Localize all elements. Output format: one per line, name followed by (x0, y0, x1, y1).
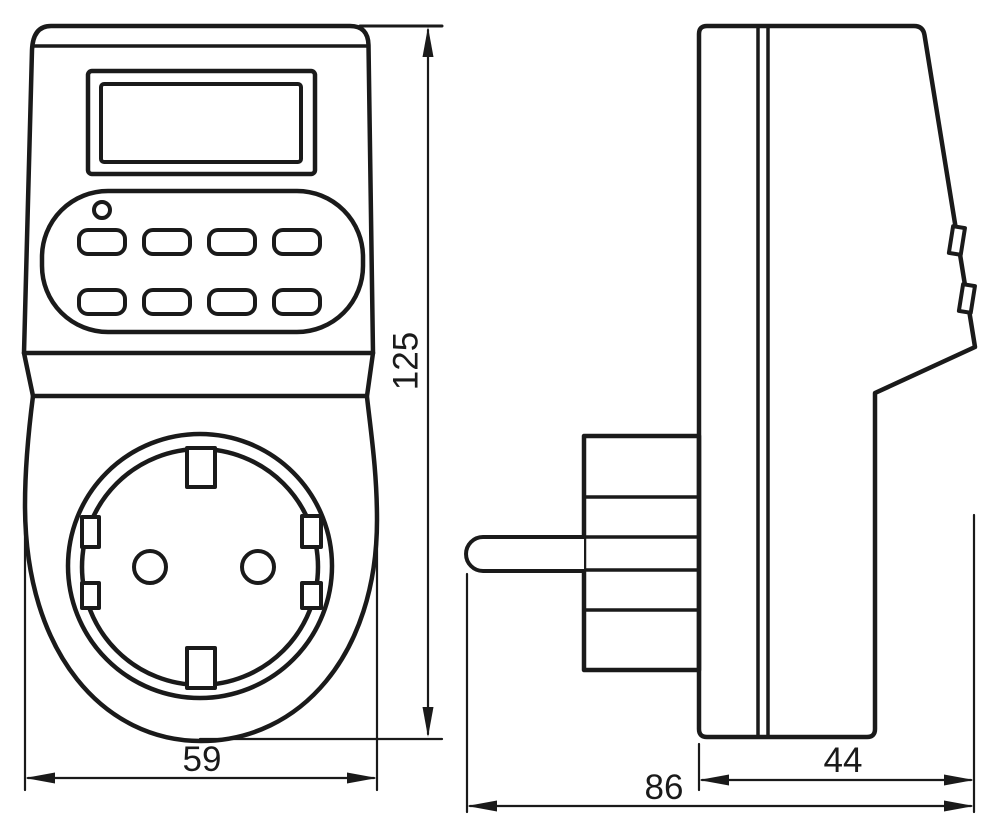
front-view (21, 23, 380, 744)
timer-button[interactable] (207, 228, 257, 256)
dim-total-depth-arrow-right (944, 800, 974, 812)
timer-button[interactable] (272, 228, 322, 256)
timer-button[interactable] (207, 288, 257, 316)
front-socket-body (22, 393, 380, 744)
socket-pin-hole-right (240, 549, 276, 585)
control-panel (39, 188, 366, 335)
plug-pin (464, 535, 584, 573)
dim-body-depth-label: 44 (824, 741, 863, 780)
earth-clip-notch (80, 581, 101, 610)
timer-button[interactable] (272, 288, 322, 316)
dim-total-depth-label: 86 (645, 768, 684, 807)
front-head-outline (21, 23, 376, 356)
side-view (464, 23, 978, 740)
side-clip-tab (956, 282, 977, 315)
lcd-screen (99, 82, 303, 164)
front-collar (21, 350, 376, 399)
dim-height-label: 125 (386, 332, 425, 390)
dim-height-arrow-down (422, 707, 434, 737)
timer-button[interactable] (142, 228, 192, 256)
lcd-display (85, 68, 318, 177)
earth-clip-notch (80, 515, 101, 549)
socket-slot-top (185, 446, 217, 489)
dim-width-arrow-left (25, 772, 55, 784)
dim-height-arrow-up (422, 27, 434, 57)
socket-slot-bottom (185, 646, 217, 690)
plug-block-ribs (582, 495, 699, 612)
socket-ring (65, 431, 335, 701)
dim-width-label: 59 (183, 740, 222, 779)
case-seam-lines (756, 25, 770, 738)
led-indicator (92, 200, 112, 220)
earth-clip-notch (300, 581, 323, 610)
dim-total-depth-arrow-left (467, 800, 497, 812)
timer-button[interactable] (77, 288, 127, 316)
dim-body-depth-arrow-left (699, 774, 729, 786)
timer-button[interactable] (77, 228, 127, 256)
plug-block (581, 433, 702, 673)
dimensions: 125 59 44 86 (23, 24, 976, 814)
socket-pin-hole-left (132, 549, 168, 585)
timer-button[interactable] (142, 288, 192, 316)
dim-body-depth-arrow-right (944, 774, 974, 786)
side-body-outline (696, 23, 978, 740)
dim-width-arrow-right (347, 772, 377, 784)
earth-clip-notch (300, 514, 323, 549)
side-clip-tab (946, 224, 967, 257)
